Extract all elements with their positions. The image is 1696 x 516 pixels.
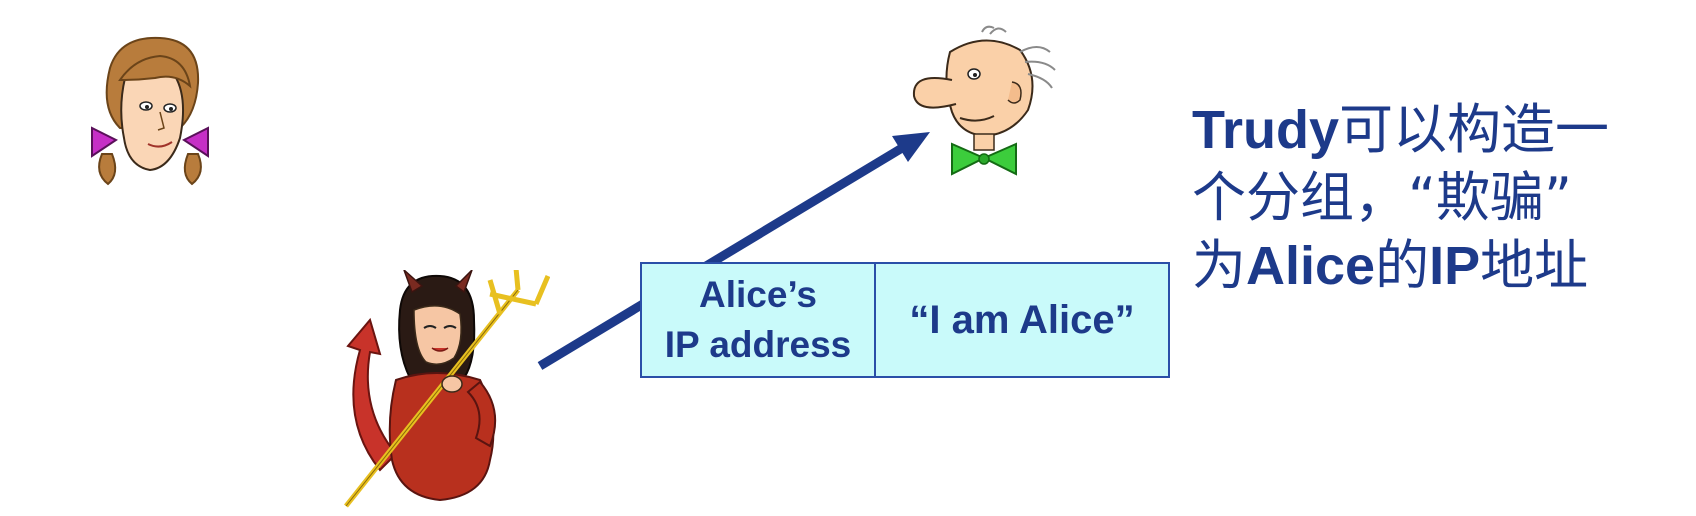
caption-ip: IP: [1429, 236, 1481, 296]
packet-source-line2: IP address: [664, 324, 852, 365]
caption-alice: Alice: [1246, 236, 1376, 296]
caption: Trudy可以构造一 个分组，“欺骗” 为Alice的IP地址: [1192, 96, 1672, 300]
caption-line-3: 为Alice的IP地址: [1192, 232, 1672, 300]
caption-line1-rest: 可以构造一: [1339, 98, 1610, 161]
spoofed-packet: Alice’s IP address “I am Alice”: [640, 262, 1170, 378]
packet-payload-field: “I am Alice”: [876, 264, 1168, 376]
packet-source-line1: Alice’s: [699, 274, 817, 315]
bob-figure: [912, 25, 1056, 176]
arrowhead: [892, 132, 930, 162]
caption-line3-mid: 的: [1375, 234, 1430, 297]
packet-payload-text: “I am Alice”: [909, 297, 1135, 342]
caption-line-2: 个分组，“欺骗”: [1192, 166, 1572, 229]
arrow-shaft: [537, 144, 905, 370]
caption-line3-post: 地址: [1480, 234, 1589, 297]
alice-figure: [91, 36, 209, 186]
caption-trudy: Trudy: [1192, 100, 1340, 160]
caption-line3-pre: 为: [1192, 234, 1246, 297]
caption-line-1: Trudy可以构造一: [1192, 96, 1672, 164]
trudy-figure: [344, 270, 550, 508]
packet-source-ip-field: Alice’s IP address: [642, 264, 876, 376]
